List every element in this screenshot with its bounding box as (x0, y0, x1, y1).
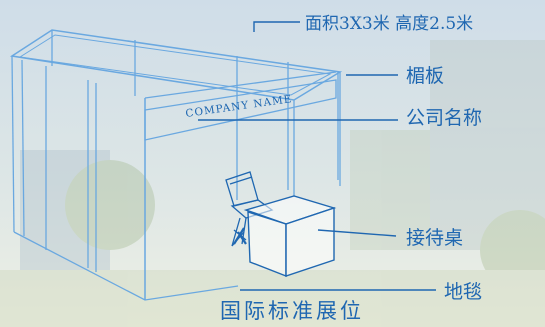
area-height-label: 面积3X3米 高度2.5米 (305, 14, 474, 34)
booth-frame (9, 29, 343, 301)
carpet-label: 地毯 (444, 281, 483, 303)
diagram-caption: 国际标准展位 (220, 299, 364, 323)
chair-legs-cross (233, 227, 245, 245)
fascia-label: 楣板 (406, 65, 445, 87)
leader-lines (198, 21, 436, 291)
reception-desk-icon (243, 195, 337, 278)
company-name-label: 公司名称 (406, 107, 483, 129)
reception-desk-label: 接待桌 (406, 227, 464, 249)
